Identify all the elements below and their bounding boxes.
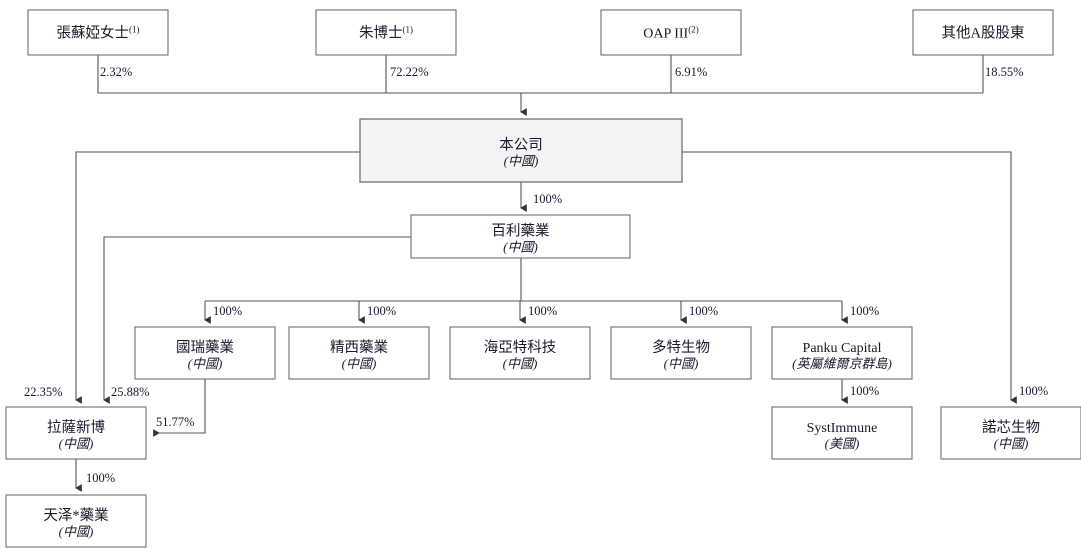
node-label-guorui: 國瑞藥業: [176, 339, 234, 356]
pct-label-lasa-to-tianze: 100%: [86, 471, 115, 485]
node-box-tianze[interactable]: [5, 494, 147, 548]
node-jurisdiction-haiyate: (中國): [503, 356, 538, 371]
org-node-company[interactable]: 本公司(中國): [359, 118, 683, 183]
node-label-panku: Panku Capital: [803, 341, 882, 356]
node-box-baili[interactable]: [410, 214, 631, 259]
node-box-guorui[interactable]: [134, 326, 276, 380]
node-jurisdiction-guorui: (中國): [188, 356, 223, 371]
org-node-jingxi[interactable]: 精西藥業(中國): [288, 326, 430, 380]
org-node-baili[interactable]: 百利藥業(中國): [410, 214, 631, 259]
node-box-oap[interactable]: [600, 9, 742, 56]
node-label-company: 本公司: [499, 137, 543, 154]
edge-shareholders-bus: [97, 55, 983, 94]
node-label-zhang: 張蘇婭女士(1): [57, 24, 140, 42]
node-label-lasa: 拉薩新博: [47, 419, 105, 436]
node-box-lasa[interactable]: [5, 406, 147, 460]
edge-baili-to-lasa: [103, 236, 411, 404]
pct-label-baili-to-haiyate: 100%: [528, 304, 557, 318]
node-note-zhang: (1): [129, 25, 140, 35]
node-box-zhu[interactable]: [315, 9, 457, 56]
node-box-duote[interactable]: [610, 326, 752, 380]
edge-company-to-nuoxin: [682, 151, 1017, 404]
org-node-panku[interactable]: Panku Capital(英屬維爾京群島): [771, 326, 913, 380]
pct-label-baili-to-guorui: 100%: [213, 304, 242, 318]
node-label-haiyate: 海亞特科技: [484, 339, 557, 356]
node-jurisdiction-tianze: (中國): [59, 524, 94, 539]
node-jurisdiction-nuoxin: (中國): [994, 436, 1029, 451]
node-note-zhu: (1): [403, 25, 414, 35]
node-layer: 張蘇婭女士(1)朱博士(1)OAP III(2)其他A股股東本公司(中國)百利藥…: [5, 9, 1081, 548]
pct-label-zhang-to-company: 2.32%: [100, 65, 132, 79]
org-node-nuoxin[interactable]: 諾芯生物(中國): [940, 406, 1081, 460]
node-box-jingxi[interactable]: [288, 326, 430, 380]
org-node-haiyate[interactable]: 海亞特科技(中國): [449, 326, 591, 380]
pct-label-company-to-nuoxin: 100%: [1019, 384, 1048, 398]
pct-label-oap-to-company: 6.91%: [675, 65, 707, 79]
node-label-nuoxin: 諾芯生物: [982, 419, 1040, 436]
edge-company-to-lasa: [75, 151, 360, 404]
node-jurisdiction-lasa: (中國): [59, 436, 94, 451]
node-label-systimmune: SystImmune: [807, 421, 878, 436]
pct-label-otherA-to-company: 18.55%: [985, 65, 1024, 79]
node-box-systimmune[interactable]: [771, 406, 913, 460]
node-box-otherA[interactable]: [912, 9, 1054, 56]
node-label-baili: 百利藥業: [492, 223, 550, 240]
node-jurisdiction-systimmune: (美國): [825, 436, 860, 451]
pct-label-panku-to-systimmune: 100%: [850, 384, 879, 398]
org-node-zhu[interactable]: 朱博士(1): [315, 9, 457, 56]
org-node-systimmune[interactable]: SystImmune(美國): [771, 406, 913, 460]
pct-label-guorui-to-lasa: 51.77%: [156, 415, 195, 429]
node-box-nuoxin[interactable]: [940, 406, 1081, 460]
node-label-oap: OAP III(2): [643, 25, 698, 42]
node-label-otherA: 其他A股股東: [942, 25, 1025, 42]
node-jurisdiction-duote: (中國): [664, 356, 699, 371]
node-jurisdiction-company: (中國): [504, 154, 539, 169]
org-node-oap[interactable]: OAP III(2): [600, 9, 742, 56]
node-box-haiyate[interactable]: [449, 326, 591, 380]
node-label-jingxi: 精西藥業: [330, 339, 388, 356]
org-node-otherA[interactable]: 其他A股股東: [912, 9, 1054, 56]
percentage-label-layer: 2.32% 72.22% 6.91% 18.55% 100% 100% 100% 100% 10…: [24, 65, 1048, 485]
node-box-company[interactable]: [359, 118, 683, 183]
pct-label-company-to-lasa: 22.35%: [24, 385, 63, 399]
org-node-tianze[interactable]: 天泽*藥業(中國): [5, 494, 147, 548]
node-box-panku[interactable]: [771, 326, 913, 380]
pct-label-baili-to-duote: 100%: [689, 304, 718, 318]
org-node-duote[interactable]: 多特生物(中國): [610, 326, 752, 380]
pct-label-baili-to-lasa: 25.88%: [111, 385, 150, 399]
connector-layer: [75, 55, 1017, 492]
node-jurisdiction-panku: (英屬維爾京群島): [792, 356, 892, 371]
node-label-zhu: 朱博士(1): [359, 25, 413, 42]
node-jurisdiction-jingxi: (中國): [342, 356, 377, 371]
pct-label-baili-to-panku: 100%: [850, 304, 879, 318]
node-jurisdiction-baili: (中國): [503, 240, 538, 255]
org-node-guorui[interactable]: 國瑞藥業(中國): [134, 326, 276, 380]
node-box-zhang[interactable]: [27, 9, 169, 56]
node-note-oap: (2): [688, 25, 699, 35]
node-label-tianze: 天泽*藥業: [43, 507, 108, 524]
node-label-duote: 多特生物: [652, 339, 710, 356]
org-node-lasa[interactable]: 拉薩新博(中國): [5, 406, 147, 460]
pct-label-company-to-baili: 100%: [533, 192, 562, 206]
edge-guorui-to-lasa: [153, 379, 206, 437]
pct-label-zhu-to-company: 72.22%: [390, 65, 429, 79]
pct-label-baili-to-jingxi: 100%: [367, 304, 396, 318]
org-node-zhang[interactable]: 張蘇婭女士(1): [27, 9, 169, 56]
